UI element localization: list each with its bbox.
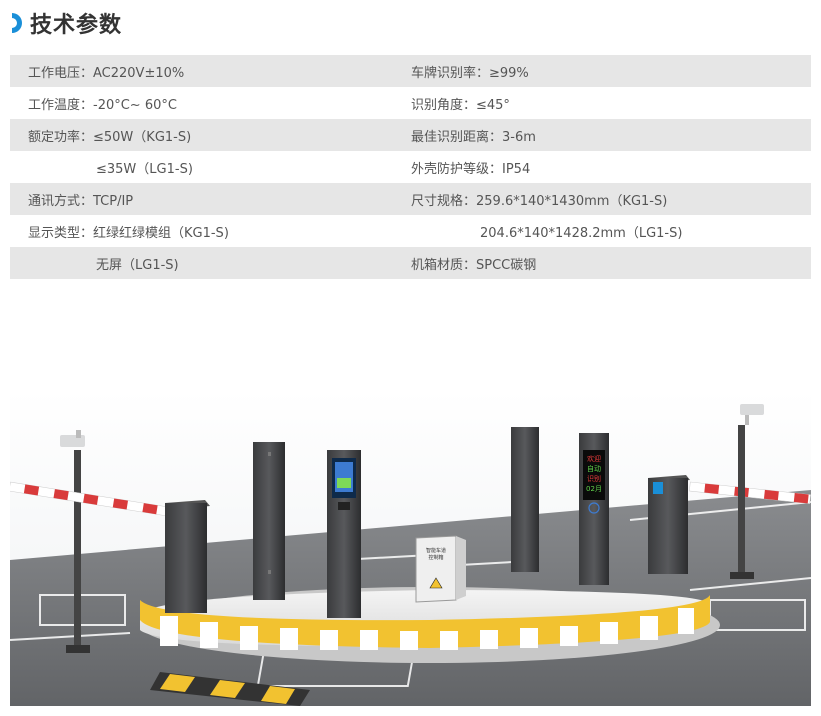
- section-heading: 技术参数: [10, 6, 122, 40]
- spec-left: 工作温度：-20°C~ 60°C: [28, 97, 177, 113]
- spec-row: 通讯方式：TCP/IP 尺寸规格：259.6*140*1430mm（KG1-S): [10, 183, 811, 215]
- spec-left: ≤35W（LG1-S): [96, 161, 193, 177]
- spec-right: 204.6*140*1428.2mm（LG1-S): [480, 225, 683, 241]
- spec-table: 工作电压：AC220V±10% 车牌识别率：≥99% 工作温度：-20°C~ 6…: [10, 55, 811, 279]
- spec-left: 通讯方式：TCP/IP: [28, 193, 134, 209]
- product-illustration: 智能车道 控制箱 欢迎 自动 识别 02月: [10, 390, 811, 706]
- spec-left: 显示类型：红绿红绿模组（KG1-S): [28, 225, 229, 241]
- parking-lane-scene: 智能车道 控制箱 欢迎 自动 识别 02月: [10, 390, 811, 706]
- spec-row: 显示类型：红绿红绿模组（KG1-S) 204.6*140*1428.2mm（LG…: [10, 215, 811, 247]
- spec-right: 车牌识别率：≥99%: [411, 65, 529, 81]
- spec-right: 最佳识别距离：3-6m: [411, 129, 536, 145]
- spec-right: 外壳防护等级：IP54: [411, 161, 531, 177]
- spec-row: 工作电压：AC220V±10% 车牌识别率：≥99%: [10, 55, 811, 87]
- cabinet-label-2: 控制箱: [428, 554, 443, 561]
- display-line-1: 欢迎: [587, 454, 601, 463]
- spec-left: 工作电压：AC220V±10%: [28, 65, 185, 81]
- display-line-4: 02月: [586, 485, 602, 493]
- spec-row: 工作温度：-20°C~ 60°C 识别角度：≤45°: [10, 87, 811, 119]
- warning-icon: [429, 577, 443, 589]
- spec-right: 识别角度：≤45°: [411, 97, 510, 113]
- section-marker-icon: [12, 13, 22, 33]
- spec-row: 额定功率：≤50W（KG1-S) 最佳识别距离：3-6m: [10, 119, 811, 151]
- spec-row: ≤35W（LG1-S) 外壳防护等级：IP54: [10, 151, 811, 183]
- spec-left: 额定功率：≤50W（KG1-S): [28, 129, 192, 145]
- spec-row: 无屏（LG1-S) 机箱材质：SPCC碳钢: [10, 247, 811, 279]
- spec-left: 无屏（LG1-S): [96, 257, 179, 273]
- display-line-2: 自动: [587, 464, 601, 473]
- spec-right: 尺寸规格：259.6*140*1430mm（KG1-S): [411, 193, 668, 209]
- section-title: 技术参数: [30, 13, 123, 38]
- parking-icon: [588, 502, 600, 514]
- display-line-3: 识别: [587, 474, 601, 483]
- cabinet-label-1: 智能车道: [426, 547, 446, 554]
- spec-right: 机箱材质：SPCC碳钢: [411, 257, 537, 273]
